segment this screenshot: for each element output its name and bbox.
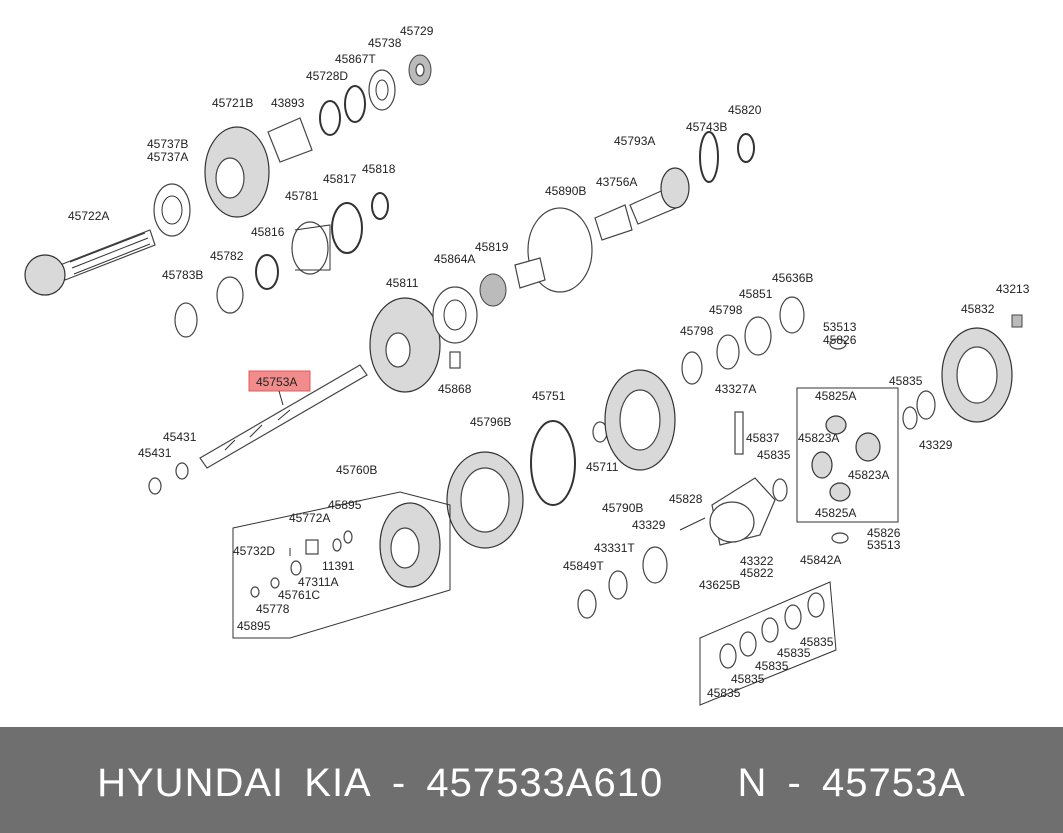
part-label: 43893: [271, 96, 305, 110]
part-label: 45728D: [306, 69, 348, 83]
part-label: 43756A: [596, 175, 637, 189]
part-label: 45868: [438, 382, 472, 396]
part-label: 45825A: [815, 506, 856, 520]
part-label: 45835: [755, 659, 789, 673]
part-label: 43213: [996, 282, 1030, 296]
part-label: 45737A: [147, 150, 188, 164]
part-label: 43329: [632, 518, 666, 532]
part-label: 45825A: [815, 389, 856, 403]
brand-name: HYUNDAI: [97, 761, 285, 805]
reference-code: 45753A: [821, 761, 966, 805]
shaft-45753A: [148, 364, 368, 495]
part-label: 45832: [961, 302, 995, 316]
part-label: 45798: [709, 303, 743, 317]
part-label: 45636B: [772, 271, 813, 285]
part-label: 45811: [386, 276, 419, 290]
part-label: 43327A: [715, 382, 756, 396]
exploded-parts-diagram: 45729 45738 45867T 45728D 45721B 43893 4…: [24, 24, 1030, 706]
highlighted-part-label: 45753A: [256, 375, 297, 389]
part-label: 45817: [323, 172, 357, 186]
part-label: 45828: [669, 492, 703, 506]
part-number-footer: HYUNDAI KIA - 457533A610 N - 45753A: [0, 727, 1063, 833]
sun-gear-box-group: [232, 491, 451, 639]
part-number: 457533A610: [426, 761, 664, 805]
part-label: 45835: [731, 672, 765, 686]
output-shaft-group: [24, 54, 432, 338]
part-label: 45822: [740, 566, 774, 580]
part-label: 45760B: [336, 463, 377, 477]
part-label: 53513: [823, 320, 857, 334]
part-label: 45796B: [470, 415, 511, 429]
part-label: 45819: [475, 240, 509, 254]
separator: -: [787, 761, 802, 805]
drum-group: [446, 296, 805, 549]
part-label: 45851: [739, 287, 773, 301]
part-label: 45835: [889, 374, 923, 388]
part-label: 53513: [867, 538, 901, 552]
part-label: 45790B: [602, 501, 643, 515]
part-label: 45835: [777, 646, 811, 660]
highlighted-part-callout[interactable]: 45753A: [248, 370, 311, 406]
part-label: 45729: [400, 24, 434, 38]
part-label: 45721B: [212, 96, 253, 110]
part-label: 45743B: [686, 120, 727, 134]
part-label: 45820: [728, 103, 762, 117]
make-name: KIA: [304, 761, 372, 805]
callout-leader: [278, 390, 284, 406]
part-label: 45895: [237, 619, 271, 633]
part-label: 45711: [586, 460, 619, 474]
part-label: 45783B: [162, 268, 203, 282]
part-label: 45895: [328, 498, 362, 512]
part-label: 45751: [532, 389, 566, 403]
part-label: 45823A: [848, 468, 889, 482]
separator: -: [391, 761, 407, 805]
part-label: 45431: [163, 430, 197, 444]
part-label: 45431: [138, 446, 172, 460]
part-label: 45864A: [434, 252, 475, 266]
part-label: 45816: [251, 225, 285, 239]
part-labels: 45729 45738 45867T 45728D 45721B 43893 4…: [68, 24, 1030, 700]
part-label: 45867T: [335, 52, 376, 66]
part-label: 11391: [322, 559, 355, 573]
part-label: 45761C: [278, 588, 320, 602]
part-label: 43625B: [699, 578, 740, 592]
part-label: 43329: [919, 438, 953, 452]
part-label: 45835: [707, 686, 741, 700]
part-label: 47311A: [298, 575, 338, 589]
part-label: 45826: [823, 333, 857, 347]
part-label: 45722A: [68, 209, 109, 223]
part-label: 45826: [867, 526, 901, 540]
part-label: 45837: [746, 431, 780, 445]
n-prefix: N: [737, 761, 768, 805]
part-label: 45772A: [289, 511, 330, 525]
part-label: 43322: [740, 554, 774, 568]
part-label: 43331T: [594, 541, 635, 555]
differential-group: [577, 314, 1023, 706]
part-label: 45818: [362, 162, 396, 176]
part-label: 45793A: [614, 134, 655, 148]
part-label: 45835: [757, 448, 791, 462]
part-label: 45778: [256, 602, 290, 616]
part-label: 45890B: [545, 184, 586, 198]
part-label: 45738: [368, 36, 402, 50]
input-gear-group: [369, 131, 755, 393]
footer-caption: HYUNDAI KIA - 457533A610 N - 45753A: [0, 761, 1063, 806]
part-label: 45737B: [147, 137, 188, 151]
part-label: 45732D: [233, 544, 275, 558]
part-label: 45782: [210, 249, 244, 263]
part-label: 45849T: [563, 559, 604, 573]
part-label: 45798: [680, 324, 714, 338]
part-label: 45842A: [800, 553, 841, 567]
part-label: 45781: [285, 189, 319, 203]
part-label: 45823A: [798, 431, 839, 445]
part-label: 45835: [800, 635, 834, 649]
